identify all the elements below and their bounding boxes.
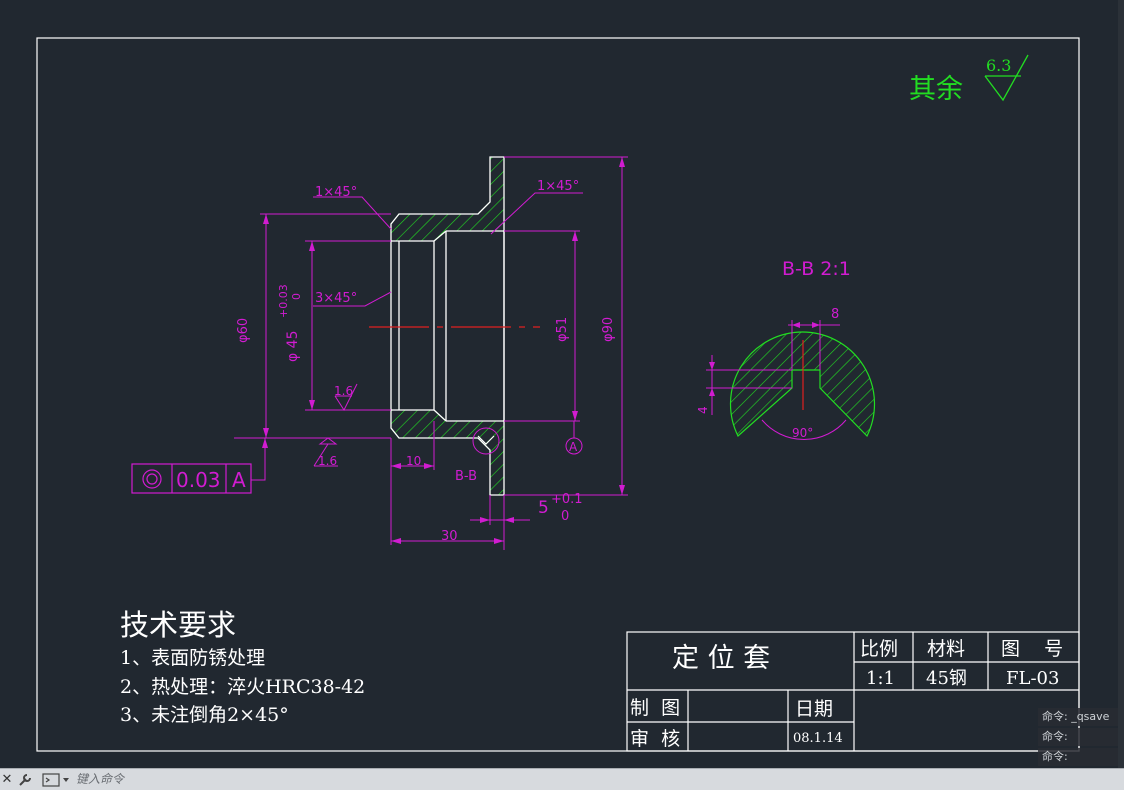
dim-phi45-lower: 0 <box>290 293 303 300</box>
command-input[interactable] <box>76 770 1106 788</box>
main-view: 1×45° 1×45° 3×45° φ60 φ 45 +0.03 0 φ51 φ… <box>234 156 628 550</box>
dim-5: 5 <box>538 498 549 518</box>
section-circle <box>472 427 500 455</box>
tech-heading: 技术要求 <box>120 608 236 642</box>
concentricity-icon <box>142 469 162 489</box>
tech-item-3: 3、未注倒角2×45° <box>120 704 289 726</box>
vertical-scrollbar[interactable] <box>1118 0 1124 768</box>
dim-phi45-upper: +0.03 <box>277 284 290 318</box>
roughness-inner: 1.6 <box>334 384 353 398</box>
tech-requirements: 技术要求 1、表面防锈处理 2、热处理：淬火HRC38-42 3、未注倒角2×4… <box>120 608 365 726</box>
dim-phi90: φ90 <box>601 317 616 342</box>
close-icon[interactable]: ✕ <box>1 772 13 787</box>
command-bar: ✕ <box>0 768 1124 790</box>
dim-5-upper: +0.1 <box>551 492 583 507</box>
dim-phi45: φ 45 <box>285 331 301 363</box>
command-history: 命令: _qsave 命令: 命令: <box>1038 708 1124 768</box>
dim-10: 10 <box>406 454 421 468</box>
tolerance-frame: 0.03 A <box>131 463 252 494</box>
date-value: 08.1.14 <box>793 731 843 746</box>
col-value-material: 45钢 <box>926 668 967 689</box>
chamfer-left-label: 1×45° <box>315 185 357 200</box>
col-header-material: 材料 <box>927 638 965 660</box>
drawing-svg: 其余 6.3 <box>36 37 1080 752</box>
col-header-drawing-no: 图 号 <box>1001 638 1063 660</box>
section-mark: B-B <box>455 469 477 484</box>
section-title: B-B 2:1 <box>782 258 851 280</box>
dim-phi60: φ60 <box>236 318 251 343</box>
section-view: B-B 2:1 8 4 90° <box>696 258 876 440</box>
command-history-line: 命令: <box>1038 748 1124 766</box>
datum-label: A <box>569 440 578 454</box>
part-name: 定 位 套 <box>672 643 770 674</box>
hatch-top-wall <box>390 156 505 242</box>
tolerance-value: 0.03 <box>176 468 221 492</box>
tech-item-1: 1、表面防锈处理 <box>120 647 265 669</box>
title-block: 定 位 套 比例 材料 图 号 1:1 45钢 FL-03 制 图 审 核 日期… <box>626 631 1080 752</box>
section-dim-angle: 90° <box>792 426 813 440</box>
col-value-scale: 1:1 <box>866 668 895 689</box>
command-history-line: 命令: <box>1038 728 1124 746</box>
col-header-scale: 比例 <box>860 638 898 660</box>
dim-phi51: φ51 <box>555 317 570 342</box>
col-value-drawing-no: FL-03 <box>1006 668 1059 689</box>
date-label: 日期 <box>795 698 833 720</box>
review-label: 审 核 <box>630 728 680 750</box>
wrench-icon[interactable] <box>17 772 33 788</box>
chamfer-inner-label: 3×45° <box>315 291 357 306</box>
tolerance-datum: A <box>232 468 246 492</box>
drawing-border <box>36 37 1080 752</box>
section-dim-depth: 4 <box>696 406 710 414</box>
draw-label: 制 图 <box>630 697 680 719</box>
command-prompt-icon[interactable] <box>42 773 72 787</box>
roughness-bottom: 1.6 <box>318 454 337 468</box>
command-history-line: 命令: _qsave <box>1038 708 1124 726</box>
roughness-note: 其余 6.3 <box>909 54 1029 105</box>
dim-30: 30 <box>441 529 458 544</box>
tech-item-2: 2、热处理：淬火HRC38-42 <box>120 676 365 698</box>
roughness-note-value: 6.3 <box>986 56 1011 75</box>
dim-5-lower: 0 <box>561 509 569 524</box>
roughness-note-label: 其余 <box>909 74 963 105</box>
hatch-bottom-wall <box>390 409 505 496</box>
chamfer-right-label: 1×45° <box>537 179 579 194</box>
section-dim-width: 8 <box>831 307 839 322</box>
drawing-canvas[interactable]: 其余 6.3 <box>0 0 1124 768</box>
